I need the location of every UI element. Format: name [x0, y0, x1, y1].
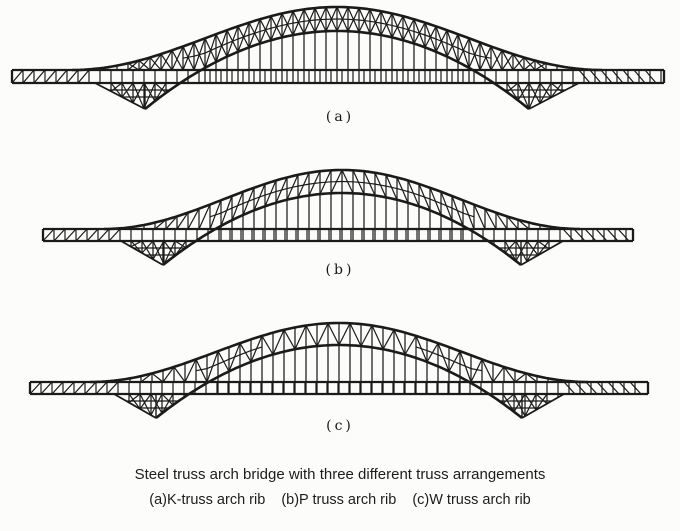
- bridge-b-diagram: [41, 168, 635, 267]
- caption-item-c: (c)W truss arch rib: [412, 492, 531, 508]
- deck-approach-truss: [29, 381, 642, 395]
- figure-label-b: (b): [325, 262, 355, 278]
- arch-web-members: [143, 169, 541, 241]
- caption-item-b: (b)P truss arch rib: [281, 492, 397, 508]
- deck-girder: [28, 380, 650, 396]
- arch-chords: [90, 321, 588, 420]
- figure-label-c: (c): [326, 418, 354, 434]
- bridge-c-diagram: [28, 321, 650, 420]
- caption-subtitle: (a)K-truss arch rib (b)P truss arch rib …: [0, 492, 680, 508]
- pier-truss: [94, 82, 580, 110]
- figure-label-a: (a): [325, 109, 355, 125]
- arch-web-members: [129, 323, 549, 394]
- deck-approach-truss: [42, 228, 630, 242]
- deck-girder: [10, 68, 666, 85]
- arch-chords: [104, 168, 580, 267]
- pier-truss: [113, 393, 565, 419]
- caption-title: Steel truss arch bridge with three diffe…: [134, 466, 546, 483]
- arch-web-members: [116, 6, 558, 83]
- arch-chords: [72, 5, 602, 111]
- deck-approach-truss: [11, 69, 657, 84]
- bridge-a-diagram: [10, 5, 666, 111]
- caption-item-a: (a)K-truss arch rib: [149, 492, 266, 508]
- pier-truss: [120, 240, 564, 266]
- deck-girder: [41, 227, 635, 243]
